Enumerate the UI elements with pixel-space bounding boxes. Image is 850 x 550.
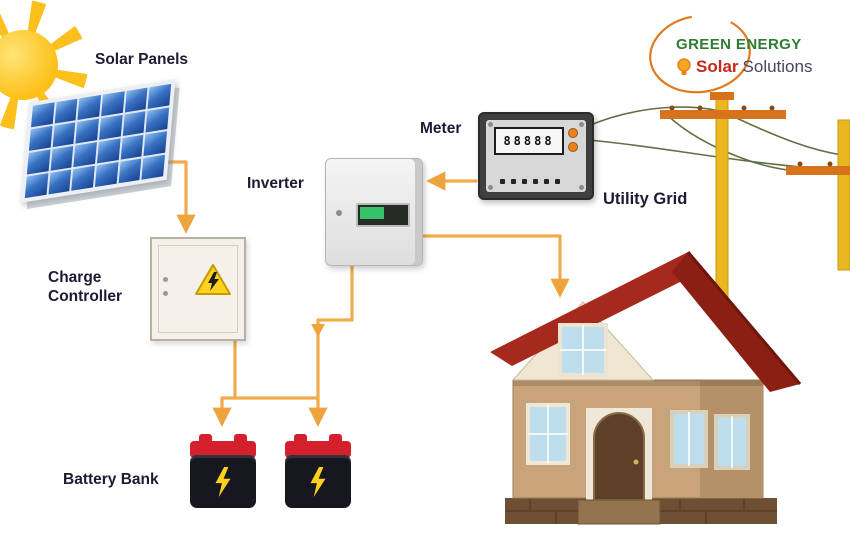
indicator-dot [163,291,168,296]
utility-grid-label: Utility Grid [603,190,688,208]
logo-line1: GREEN ENERGY [676,36,802,53]
lightbulb-icon [677,58,691,75]
house-illustration [490,251,802,525]
lightning-icon [215,466,231,497]
solar-panels-label: Solar Panels [95,51,189,68]
meter-display: 88888 [494,127,564,155]
indicator-dot [163,277,168,282]
lightning-icon [310,466,326,497]
battery-body [285,455,351,508]
battery-terminal [234,434,247,444]
meter-box: 88888 [478,112,594,200]
logo-solar: Solar [696,57,739,76]
charge-controller-box [150,237,246,341]
battery-terminal [199,434,212,444]
high-voltage-warning-icon [194,263,232,302]
logo-sketch-circle [649,14,751,94]
meter-panel: 88888 [486,120,586,192]
inverter-label: Inverter [247,175,304,192]
meter-label: Meter [420,120,462,137]
meter-led [568,142,578,152]
battery-terminal [329,434,342,444]
down-arrow-icon [311,324,325,337]
screw-icon [579,122,584,127]
meter-vents [500,179,560,184]
logo-solutions: Solutions [742,57,813,76]
solar-panel-cells [24,83,172,199]
screw-icon [488,185,493,190]
power-lines [587,106,850,171]
utility-pole [660,92,850,311]
battery-terminal [294,434,307,444]
battery-bank-label: Battery Bank [63,471,159,488]
logo-line2: Solar Solutions [676,57,812,77]
sun-icon [0,30,58,100]
meter-led [568,128,578,138]
battery [190,434,256,508]
screw-icon [488,122,493,127]
charge-controller-label: Charge Controller [48,269,123,306]
inverter-box [325,158,423,266]
inverter-button [336,210,342,216]
battery-body [190,455,256,508]
battery-cap [190,441,256,458]
screw-icon [579,185,584,190]
battery [285,434,351,508]
battery-cap [285,441,351,458]
inverter-display [356,203,410,227]
